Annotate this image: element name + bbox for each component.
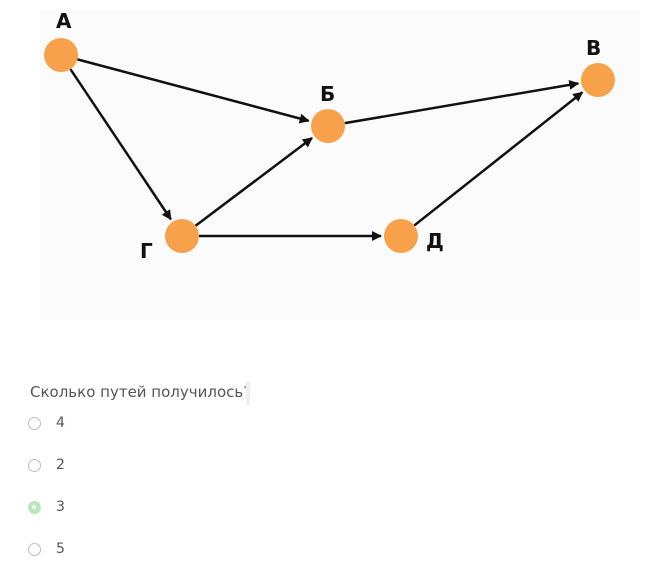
radio-button-selected[interactable] <box>28 500 41 514</box>
node-label-V: В <box>586 36 601 60</box>
node-label-D: Д <box>426 229 444 253</box>
option-5[interactable]: 5 <box>28 538 65 560</box>
option-2[interactable]: 2 <box>28 454 65 476</box>
option-3[interactable]: 3 <box>28 496 65 518</box>
option-label: 5 <box>56 541 65 557</box>
node-label-A: А <box>56 9 72 33</box>
node-label-B: Б <box>320 82 335 106</box>
diagram-panel <box>40 10 640 320</box>
edge-A-B <box>77 58 310 124</box>
node-V <box>581 63 615 97</box>
node-G <box>165 219 199 253</box>
edge-D-V <box>413 91 584 227</box>
node-B <box>311 109 345 143</box>
node-label-G: Г <box>140 239 153 263</box>
radio-button[interactable] <box>28 542 41 556</box>
option-label: 2 <box>56 457 65 473</box>
radio-button[interactable] <box>28 458 41 472</box>
option-label: 3 <box>56 499 65 515</box>
text-cursor <box>246 381 250 405</box>
edge-B-V <box>344 79 580 125</box>
node-A <box>44 38 78 72</box>
question-text: Сколько путей получилось? <box>30 383 252 401</box>
radio-button[interactable] <box>28 416 41 430</box>
graph-diagram: А Б В Г Д <box>44 9 615 263</box>
edge-A-G <box>69 68 172 221</box>
option-label: 4 <box>56 415 65 431</box>
option-4[interactable]: 4 <box>28 412 65 434</box>
node-D <box>384 219 418 253</box>
edge-G-B <box>194 137 313 227</box>
